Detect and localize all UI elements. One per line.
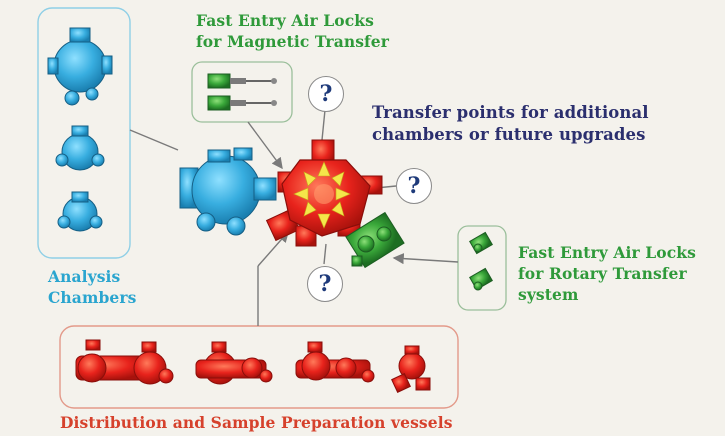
question-mark-top: ? <box>308 76 344 112</box>
analysis-group-box <box>37 7 131 259</box>
rotary-airlock-box <box>457 225 507 311</box>
analysis-chamber-3 <box>57 191 103 232</box>
label-transfer-points-line2: chambers or future upgrades <box>372 125 646 144</box>
preparation-vessels-box <box>59 325 459 409</box>
connector-question-bottom <box>323 243 327 265</box>
label-fast-entry-rotary-line1: Fast Entry Air Locks <box>518 243 696 262</box>
connector-analysis <box>129 129 179 151</box>
rotary-airlock-1 <box>469 231 493 255</box>
magnetic-airlock-2 <box>207 95 277 111</box>
label-analysis-line2: Chambers <box>48 288 137 307</box>
label-analysis-chambers: Analysis Chambers <box>48 266 136 308</box>
hub-yellow-arrows <box>293 161 351 229</box>
label-fast-entry-magnetic: Fast Entry Air Locks for Magnetic Transf… <box>196 10 389 52</box>
label-transfer-points: Transfer points for additional chambers … <box>372 102 649 146</box>
label-fast-entry-magnetic-line1: Fast Entry Air Locks <box>196 11 374 30</box>
label-fast-entry-rotary-line2: for Rotary Transfer <box>518 264 687 283</box>
rotary-airlock-2 <box>469 267 493 291</box>
connector-rotary <box>392 253 459 265</box>
preparation-vessel-3 <box>295 341 375 383</box>
connector-magnetic <box>247 121 283 170</box>
preparation-vessel-2 <box>195 341 273 385</box>
label-fast-entry-rotary-line3: system <box>518 285 579 304</box>
preparation-vessel-1 <box>75 339 174 385</box>
analysis-chamber-1 <box>47 27 113 106</box>
magnetic-airlock-1 <box>207 73 277 89</box>
label-transfer-points-line1: Transfer points for additional <box>372 103 649 122</box>
central-distribution-hub <box>265 139 383 247</box>
label-analysis-line1: Analysis <box>48 267 121 286</box>
main-analysis-chamber <box>179 147 277 236</box>
magnetic-airlock-box <box>191 61 293 123</box>
analysis-chamber-2 <box>55 125 105 171</box>
label-fast-entry-rotary: Fast Entry Air Locks for Rotary Transfer… <box>518 242 696 305</box>
label-distribution: Distribution and Sample Preparation vess… <box>60 413 453 432</box>
preparation-vessel-4 <box>391 345 431 393</box>
question-mark-bottom: ? <box>307 266 343 302</box>
connector-question-top <box>321 109 326 141</box>
question-mark-right: ? <box>396 168 432 204</box>
rotary-airlock-attached <box>345 211 405 269</box>
label-fast-entry-magnetic-line2: for Magnetic Transfer <box>196 32 390 51</box>
